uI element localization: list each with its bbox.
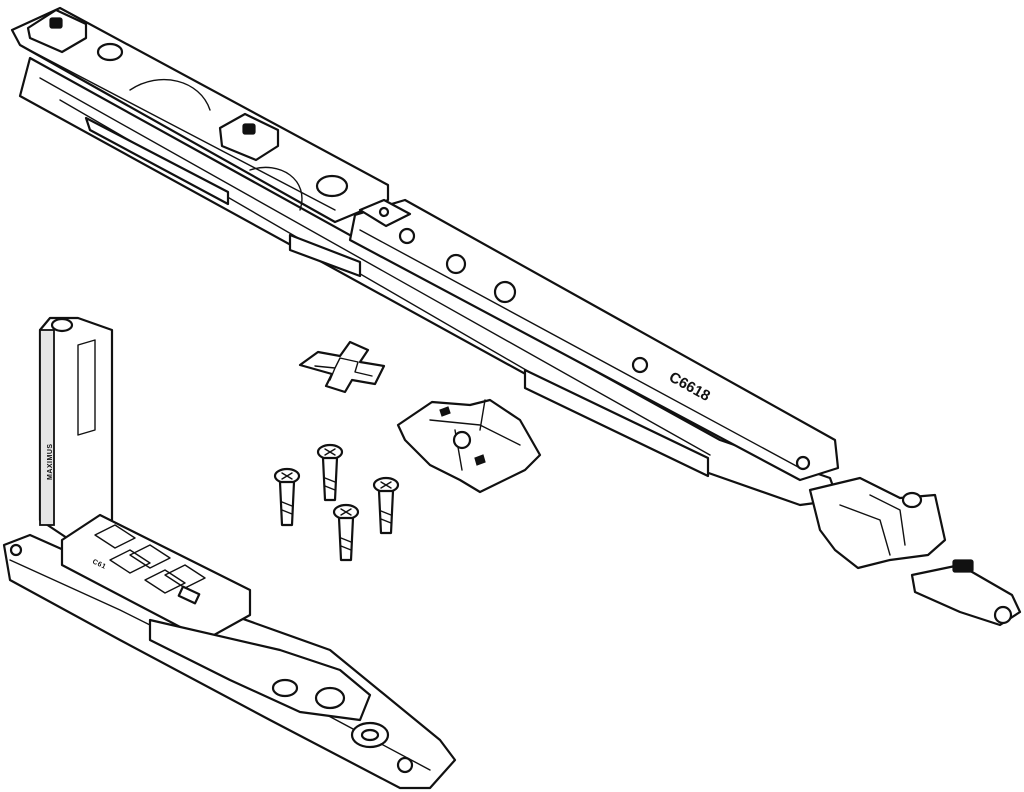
plate-hole-1 <box>398 227 416 245</box>
stay-arm-plate <box>348 198 840 482</box>
plate-hole-3 <box>493 280 517 304</box>
rivet-1 <box>96 42 124 62</box>
screw-2 <box>316 443 344 502</box>
screw-1 <box>273 467 301 527</box>
lattice-grid <box>94 524 206 594</box>
screw-3 <box>332 503 360 562</box>
hex-socket-2 <box>242 123 256 135</box>
corner-end-hole <box>396 756 414 774</box>
corner-arm-link <box>148 618 372 722</box>
end-hinge-socket <box>952 559 974 573</box>
hex-socket-1 <box>49 17 63 29</box>
plate-hole-4 <box>631 356 649 374</box>
corner-rivet-2 <box>314 686 346 710</box>
friction-shoe-plate-bevel <box>19 44 336 211</box>
lattice-slot <box>177 585 201 605</box>
screw-set <box>273 443 400 562</box>
corner-post-slot <box>77 339 96 436</box>
post-top-socket <box>50 317 74 333</box>
slider-block-2 <box>523 368 710 478</box>
slider-block-1 <box>84 116 230 206</box>
cross-gasket <box>298 340 386 394</box>
pivot-pad-2 <box>218 112 280 162</box>
corner-rivet-1 <box>271 678 299 698</box>
corner-pivot-inner <box>360 728 380 742</box>
corner-hinge-assembly: MAXIMUS C61 <box>2 316 457 790</box>
stay-arm-plate-top <box>359 229 801 469</box>
end-hinge-eye <box>993 605 1013 625</box>
slider-roller <box>129 78 303 211</box>
stay-arm-assembly: C6618 <box>10 6 1022 627</box>
connector-hole <box>378 206 390 218</box>
plate-hole-5 <box>795 455 811 471</box>
screw-4 <box>372 476 400 535</box>
end-hinge-body <box>808 476 947 570</box>
corner-post-face <box>39 329 55 526</box>
brand-marking: MAXIMUS <box>47 443 54 480</box>
slider-block-3 <box>288 233 362 278</box>
corner-base-hole <box>9 543 23 557</box>
end-hinge-pin <box>901 491 923 509</box>
pivot-pad-1 <box>26 8 88 54</box>
rivet-2 <box>315 174 349 198</box>
keeper-hole <box>452 430 472 450</box>
keeper-block <box>396 398 542 494</box>
end-hinge-detail <box>839 494 906 556</box>
lattice-block <box>60 513 252 642</box>
plate-hole-2 <box>445 253 467 275</box>
